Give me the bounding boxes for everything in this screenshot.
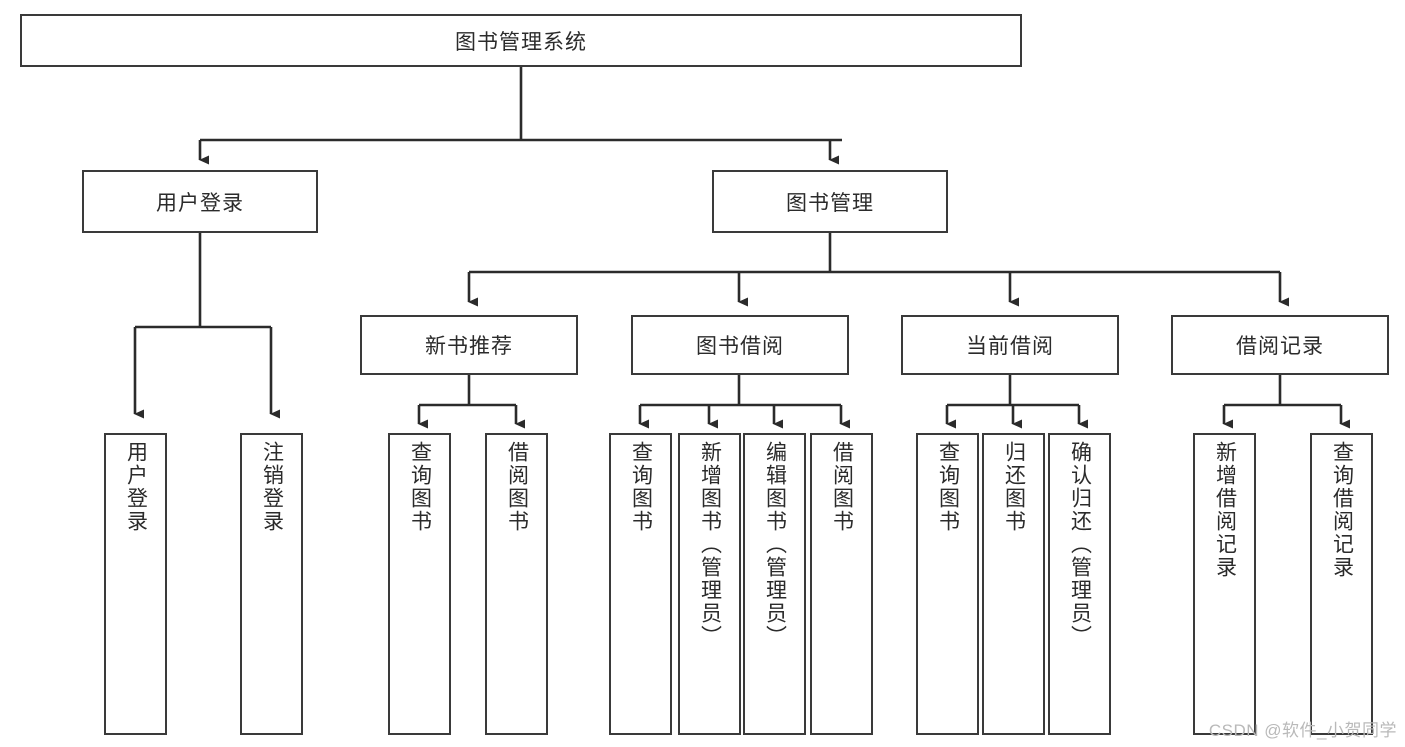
node-label: 查询图书: [936, 441, 960, 533]
node-label: 新增图书（管理员）: [698, 441, 722, 648]
leaf-current-return-book[interactable]: 归还图书: [982, 433, 1045, 735]
node-label: 借阅图书: [830, 441, 854, 533]
node-root-book-management-system[interactable]: 图书管理系统: [20, 14, 1022, 67]
node-label: 编辑图书（管理员）: [763, 441, 787, 648]
node-borrow-record[interactable]: 借阅记录: [1171, 315, 1389, 375]
leaf-borrow-borrow-book[interactable]: 借阅图书: [810, 433, 873, 735]
node-label: 借阅记录: [1236, 335, 1324, 358]
node-label: 查询图书: [629, 441, 653, 533]
node-book-management[interactable]: 图书管理: [712, 170, 948, 233]
node-new-book-recommend[interactable]: 新书推荐: [360, 315, 578, 375]
node-label: 用户登录: [156, 191, 244, 215]
node-label: 确认归还（管理员）: [1068, 441, 1092, 648]
node-label: 借阅图书: [505, 441, 529, 533]
node-label: 查询图书: [408, 441, 432, 533]
node-current-borrow[interactable]: 当前借阅: [901, 315, 1119, 375]
node-label: 注销登录: [260, 441, 284, 533]
node-label: 图书管理系统: [455, 30, 587, 54]
node-label: 查询借阅记录: [1330, 441, 1354, 579]
leaf-user-login[interactable]: 用户登录: [104, 433, 167, 735]
node-label: 图书管理: [786, 191, 874, 215]
leaf-current-query-book[interactable]: 查询图书: [916, 433, 979, 735]
leaf-current-confirm-return-admin[interactable]: 确认归还（管理员）: [1048, 433, 1111, 735]
leaf-record-add[interactable]: 新增借阅记录: [1193, 433, 1256, 735]
node-user-login[interactable]: 用户登录: [82, 170, 318, 233]
leaf-new-book-borrow[interactable]: 借阅图书: [485, 433, 548, 735]
node-label: 图书借阅: [696, 335, 784, 358]
node-label: 用户登录: [124, 441, 148, 533]
node-book-borrow[interactable]: 图书借阅: [631, 315, 849, 375]
leaf-new-book-query[interactable]: 查询图书: [388, 433, 451, 735]
node-label: 归还图书: [1002, 441, 1026, 533]
leaf-borrow-query-book[interactable]: 查询图书: [609, 433, 672, 735]
leaf-borrow-edit-book-admin[interactable]: 编辑图书（管理员）: [743, 433, 806, 735]
leaf-logout[interactable]: 注销登录: [240, 433, 303, 735]
leaf-record-query[interactable]: 查询借阅记录: [1310, 433, 1373, 735]
node-label: 新书推荐: [425, 335, 513, 358]
node-label: 当前借阅: [966, 335, 1054, 358]
node-label: 新增借阅记录: [1213, 441, 1237, 579]
leaf-borrow-add-book-admin[interactable]: 新增图书（管理员）: [678, 433, 741, 735]
